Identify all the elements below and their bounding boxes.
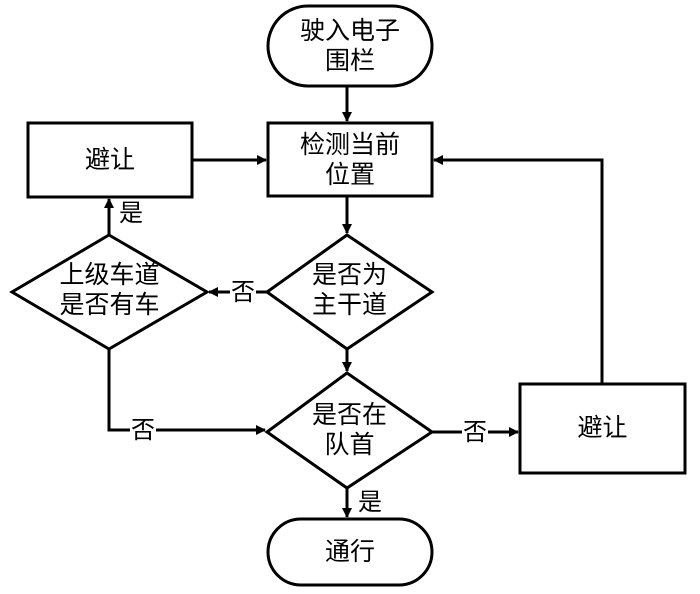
mainroad-line-2: 主干道 <box>311 290 387 319</box>
mainroad-line-1: 是否为 <box>311 260 387 289</box>
yield-right-node: 避让 <box>520 396 685 460</box>
pass-text: 通行 <box>324 537 375 566</box>
edge-label-mainroad-no: 否 <box>230 278 256 306</box>
upperlane-line-1: 上级车道 <box>59 260 160 289</box>
pass-terminal-shape <box>266 517 434 587</box>
edge-label-queuehead-no: 否 <box>462 418 488 446</box>
upper-lane-node: 上级车道 是否有车 <box>12 258 207 322</box>
edge-label-upperlane-yes: 是 <box>119 199 143 227</box>
start-terminal: 驶入电子 围栏 <box>268 14 432 78</box>
yield-left-node: 避让 <box>28 128 192 192</box>
start-terminal-shape <box>266 4 434 88</box>
is-queue-head-node: 是否在 队首 <box>267 398 432 462</box>
yield-left-text: 避让 <box>84 145 135 174</box>
edge-upperlane-queuehead <box>107 349 266 435</box>
detect-position-box <box>266 121 434 198</box>
edge-label-queuehead-yes: 是 <box>358 488 382 516</box>
detect-line-2: 位置 <box>324 160 375 189</box>
queuehead-line-2: 队首 <box>324 430 375 459</box>
detect-line-1: 检测当前 <box>299 130 400 159</box>
edge-label-upperlane-no: 否 <box>130 416 156 444</box>
edge-yieldright-detect <box>433 155 604 384</box>
yield-right-text: 避让 <box>577 413 628 442</box>
upperlane-line-2: 是否有车 <box>59 290 160 319</box>
is-main-road-node: 是否为 主干道 <box>267 258 432 322</box>
start-line-2: 围栏 <box>324 46 375 75</box>
start-line-1: 驶入电子 <box>299 16 400 45</box>
detect-position-node: 检测当前 位置 <box>268 128 432 192</box>
yield-left-box <box>26 121 194 199</box>
queuehead-line-1: 是否在 <box>311 400 387 429</box>
pass-terminal: 通行 <box>268 519 432 585</box>
